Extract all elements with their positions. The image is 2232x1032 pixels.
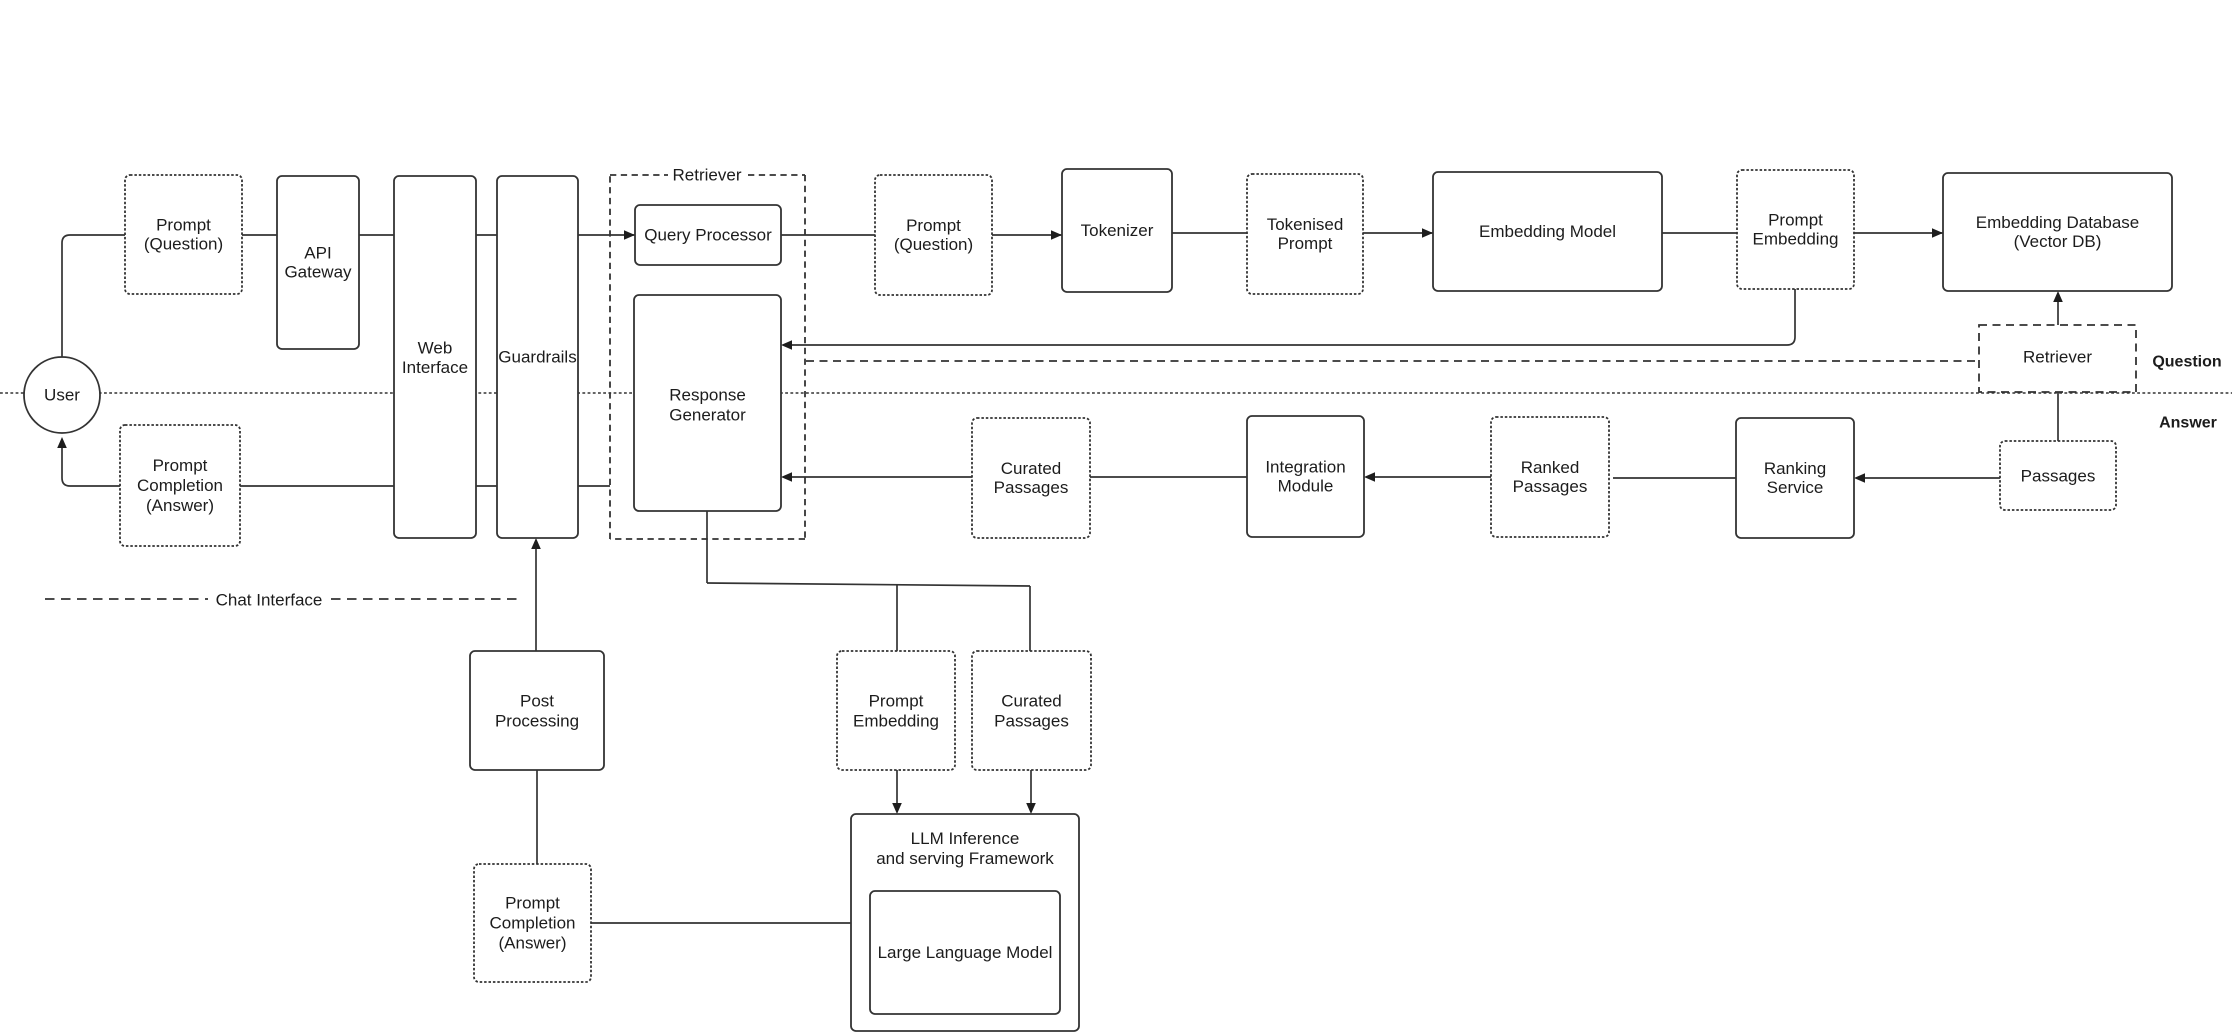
svg-text:and serving Framework: and serving Framework	[876, 849, 1054, 868]
svg-text:Guardrails: Guardrails	[498, 348, 576, 367]
svg-text:API: API	[304, 244, 331, 263]
svg-text:(Answer): (Answer)	[146, 496, 214, 515]
svg-text:(Answer): (Answer)	[498, 934, 566, 953]
svg-text:Prompt: Prompt	[1768, 211, 1823, 230]
svg-text:Integration: Integration	[1265, 458, 1345, 477]
svg-text:Large Language Model: Large Language Model	[878, 943, 1053, 962]
svg-text:Curated: Curated	[1001, 459, 1061, 478]
svg-text:Prompt: Prompt	[153, 456, 208, 475]
svg-text:(Question): (Question)	[144, 235, 223, 254]
svg-text:Processing: Processing	[495, 712, 579, 731]
svg-text:User: User	[44, 386, 80, 405]
svg-text:Curated: Curated	[1001, 692, 1061, 711]
svg-text:Tokenised: Tokenised	[1267, 215, 1344, 234]
svg-text:Embedding Database: Embedding Database	[1976, 213, 2140, 232]
svg-text:Passages: Passages	[994, 478, 1069, 497]
svg-text:Generator: Generator	[669, 406, 746, 425]
svg-text:Chat Interface: Chat Interface	[216, 591, 323, 610]
svg-text:Retriever: Retriever	[673, 166, 742, 185]
svg-text:Prompt: Prompt	[156, 216, 211, 235]
svg-text:Web: Web	[418, 339, 453, 358]
svg-text:(Question): (Question)	[894, 235, 973, 254]
svg-text:Completion: Completion	[490, 914, 576, 933]
svg-text:Ranked: Ranked	[1521, 458, 1580, 477]
svg-text:Passages: Passages	[994, 712, 1069, 731]
svg-text:Prompt: Prompt	[906, 216, 961, 235]
svg-text:Passages: Passages	[1513, 477, 1588, 496]
svg-text:Question: Question	[2152, 354, 2221, 371]
svg-text:Embedding Model: Embedding Model	[1479, 222, 1616, 241]
svg-text:Query Processor: Query Processor	[644, 226, 772, 245]
svg-text:Embedding: Embedding	[1752, 230, 1838, 249]
svg-text:Interface: Interface	[402, 358, 468, 377]
svg-text:Retriever: Retriever	[2023, 348, 2092, 367]
svg-text:Ranking: Ranking	[1764, 459, 1826, 478]
svg-text:Module: Module	[1278, 477, 1334, 496]
svg-text:Embedding: Embedding	[853, 712, 939, 731]
svg-text:LLM Inference: LLM Inference	[911, 829, 1020, 848]
svg-text:Prompt: Prompt	[1278, 234, 1333, 253]
svg-text:Post: Post	[520, 692, 554, 711]
svg-text:Passages: Passages	[2021, 467, 2096, 486]
svg-text:Response: Response	[669, 386, 746, 405]
svg-text:Tokenizer: Tokenizer	[1081, 221, 1154, 240]
svg-text:Completion: Completion	[137, 476, 223, 495]
svg-text:(Vector DB): (Vector DB)	[2014, 232, 2102, 251]
svg-text:Prompt: Prompt	[505, 894, 560, 913]
svg-text:Gateway: Gateway	[284, 263, 352, 282]
svg-text:Prompt: Prompt	[869, 692, 924, 711]
svg-text:Answer: Answer	[2159, 415, 2217, 432]
svg-text:Service: Service	[1767, 478, 1824, 497]
